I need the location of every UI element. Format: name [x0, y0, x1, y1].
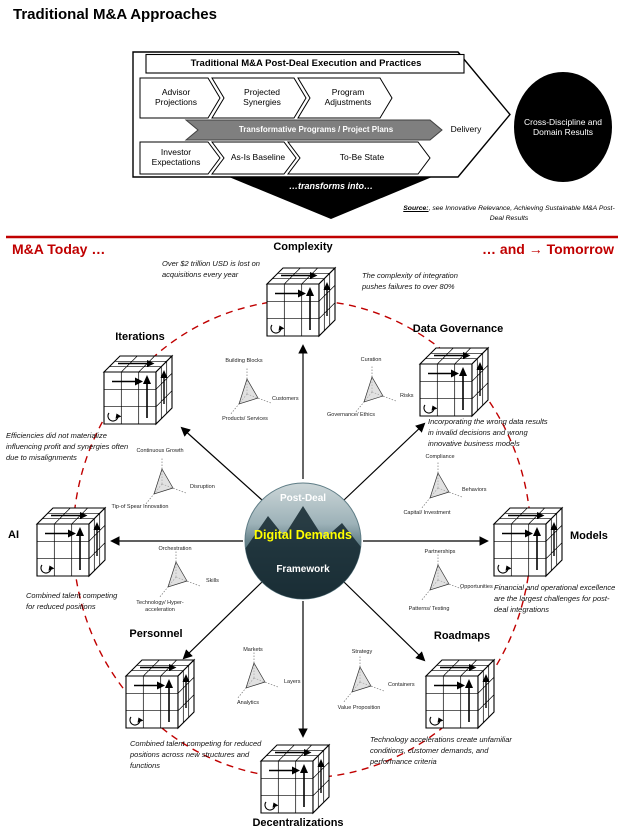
delivery-label: Delivery	[450, 124, 482, 135]
radar-icon-technology-hyperacceleration	[158, 550, 201, 599]
cube-icon-complexity	[266, 267, 336, 337]
cube-icon-decentralizations	[260, 744, 330, 814]
radar-label: Opportunities	[460, 584, 493, 590]
hub-label-line1: Post-Deal	[279, 493, 327, 505]
cube-icon-iterations	[103, 355, 173, 425]
spoke-arrow-ne	[343, 422, 426, 501]
node-label-iterations: Iterations	[115, 331, 165, 343]
annotation-financial-operational: Financial and operational excellence are…	[494, 583, 616, 614]
chevron-label-as-is-baseline: As-Is Baseline	[230, 152, 286, 163]
radar-icon-capital-investment	[420, 461, 463, 510]
annotation-over-2-trillion: Over $2 trillion USD is lost on acquisit…	[162, 259, 260, 279]
radar-label: Products/ Services	[222, 416, 268, 422]
page-title: Traditional M&A Approaches	[13, 6, 217, 23]
radar-icon-products-services	[229, 367, 272, 416]
cube-icon-data-governance	[419, 347, 489, 417]
node-label-roadmaps: Roadmaps	[433, 630, 491, 642]
hub-label-line2: Digital Demands	[254, 527, 352, 542]
annotation-tech-accelerations: Technology accelerations create unfamili…	[370, 735, 512, 766]
spoke-arrow-sw	[182, 581, 263, 660]
radar-icon-value-proposition	[342, 655, 385, 704]
radar-label: Governance/ Ethics	[327, 412, 375, 418]
radar-label: Tip-of Spear Innovation	[111, 504, 169, 510]
results-bubble	[514, 72, 612, 182]
chevron-label-advisor-projections: Advisor Projections	[154, 87, 198, 107]
cube-icon-ai	[36, 507, 106, 577]
chevron-to-be-state	[287, 141, 431, 175]
radar-label: Orchestration	[158, 546, 192, 552]
radar-icon-governance-ethics	[354, 365, 397, 414]
annotation-combined-talent: Combined talent competing for reduced po…	[26, 591, 118, 611]
source-label: Source:	[403, 205, 429, 212]
radar-label: Customers	[272, 396, 299, 402]
transforms-into-arrow	[229, 177, 432, 219]
cube-icon-roadmaps	[425, 659, 495, 729]
annotation-wrong-data: Incorporating the wrong data results in …	[428, 417, 548, 448]
source-text: , see Innovative Relevance, Achieving Su…	[428, 205, 615, 222]
node-label-ai: AI	[8, 529, 19, 541]
radar-label: Capital/ Investment	[403, 510, 451, 516]
hub-label-line3: Framework	[276, 564, 330, 576]
radar-label: Value Proposition	[337, 705, 381, 711]
source-note: Source:, see Innovative Relevance, Achie…	[400, 204, 618, 223]
spoke-arrow-se	[343, 581, 426, 662]
chevron-program-adjustments	[297, 77, 393, 119]
chevron-label-to-be-state: To-Be State	[339, 152, 385, 163]
radar-label: Continuous Growth	[136, 448, 184, 454]
radar-label: Analytics	[236, 700, 259, 706]
section-heading-tomorrow: … and → Tomorrow	[482, 241, 614, 257]
radar-label: Markets	[243, 647, 263, 653]
section-heading-today: M&A Today …	[12, 241, 106, 257]
radar-label: Compliance	[425, 454, 455, 460]
cube-icon-models	[493, 507, 563, 577]
chevron-investor-expectations	[139, 141, 221, 175]
radar-label: Partnerships	[424, 549, 456, 555]
cube-icon-personnel	[125, 659, 195, 729]
results-bubble-label: Cross-Discipline and Domain Results	[524, 117, 602, 137]
node-label-models: Models	[570, 530, 608, 542]
hub-mountain-photo	[245, 506, 361, 599]
radar-label: Curation	[360, 357, 382, 363]
annotation-combined-talent-structures: Combined talent competing for reduced po…	[130, 739, 262, 770]
node-label-data-governance: Data Governance	[412, 323, 504, 335]
chevron-transformative-programs	[184, 119, 443, 141]
radar-icon-innovation	[144, 457, 187, 506]
flow-title-box	[145, 53, 465, 74]
chevron-label-investor-expectations: Investor Expectations	[151, 147, 201, 167]
annotation-efficiencies: Efficiencies did not materialize influen…	[6, 431, 129, 462]
radar-label: Strategy	[351, 649, 373, 655]
transforms-into-label: …transforms into…	[288, 181, 373, 192]
radar-label: Behaviors	[462, 487, 487, 493]
flow-banner-title: Traditional M&A Post-Deal Execution and …	[190, 57, 422, 69]
chevron-label-program-adjustments: Program Adjustments	[324, 87, 372, 107]
radar-label: Layers	[284, 679, 301, 685]
chevron-as-is-baseline	[211, 141, 297, 175]
radar-label: Risks	[400, 393, 414, 399]
radar-icon-analytics	[236, 651, 279, 700]
radar-label: Skills	[206, 578, 219, 584]
node-label-personnel: Personnel	[129, 628, 183, 640]
radar-label: Technology/ Hyper-acceleration	[136, 600, 184, 613]
chevron-label-projected-synergies: Projected Synergies	[243, 87, 281, 107]
annotation-complexity-failures: The complexity of integration pushes fai…	[362, 271, 458, 291]
radar-label: Patterns/ Testing	[408, 606, 450, 612]
node-label-decentralizations: Decentralizations	[252, 817, 344, 829]
chevron-advisor-projections	[139, 77, 221, 119]
radar-label: Disruption	[190, 484, 215, 490]
node-label-complexity: Complexity	[273, 241, 333, 253]
chevron-projected-synergies	[211, 77, 307, 119]
spoke-arrow-nw	[180, 426, 263, 501]
radar-label: Building Blocks	[225, 358, 263, 364]
chevron-label-transformative-programs: Transformative Programs / Project Plans	[238, 125, 394, 135]
radar-label: Containers	[388, 682, 415, 688]
radar-icon-patterns-testing	[420, 553, 463, 602]
